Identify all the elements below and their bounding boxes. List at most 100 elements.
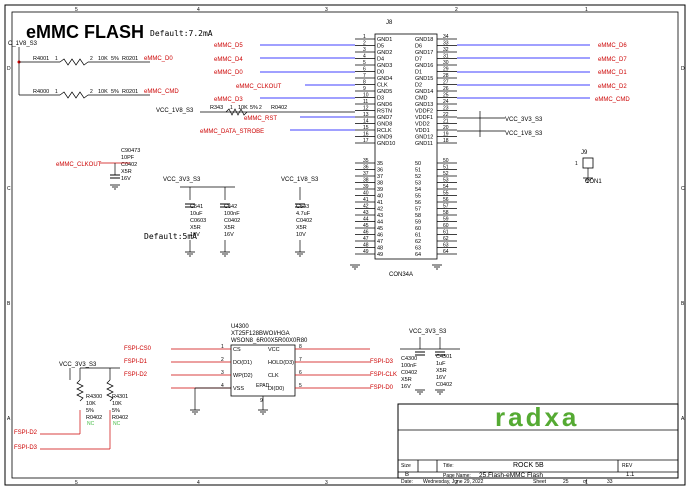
j8-pin-left-name: GND5 [377, 89, 392, 95]
ground-symbols [110, 177, 593, 415]
j8-pin-right-number: 23 [443, 106, 449, 112]
j8-pin-left-number: 12 [363, 106, 369, 112]
u4300-right-pin-number: 5 [299, 383, 302, 389]
j8-pin-right-number: 28 [443, 73, 449, 79]
j8-pin-left-name: D3 [377, 96, 384, 102]
j8-pin-right-number: 54 [443, 184, 449, 190]
c541-dielectric: X5R [190, 225, 201, 231]
top-zone-label: 5 [75, 7, 78, 13]
r4301-value: 10K [112, 401, 122, 407]
j8-pin-left-number: 8 [363, 80, 366, 86]
j8-pin-left-name: GND9 [377, 135, 392, 141]
j8-pin-right-number: 18 [443, 138, 449, 144]
j8-pin-left-name: GND8 [377, 122, 392, 128]
j8-pin-left-number: 14 [363, 119, 369, 125]
j8-pin-right-number: 50 [443, 158, 449, 164]
net-emmc-d1: eMMC_D1 [598, 70, 627, 76]
c541-voltage: 10V [190, 232, 200, 238]
j8-pin-right-number: 53 [443, 178, 449, 184]
c541-value: 10uF [190, 211, 203, 217]
u4300-right-pin-number: 6 [299, 370, 302, 376]
j8-pin-left-number: 38 [363, 178, 369, 184]
j8-pin-left-name: 48 [377, 246, 383, 252]
j8-pin-right-name: GND11 [415, 141, 433, 147]
j8-pin-right-name: D1 [415, 70, 422, 76]
j8-body [374, 33, 438, 260]
j8-pin-left-name: 45 [377, 226, 383, 232]
net-fspi-d3-pullup: FSPI-D3 [14, 445, 38, 451]
left-zone-label: D [7, 66, 11, 72]
wires [40, 162, 589, 450]
r343-package: R0402 [271, 105, 287, 111]
net-emmc-d2: eMMC_D2 [598, 84, 627, 90]
bottom-zone-label: 1 [585, 480, 588, 486]
c1v8-pullup-group: C_1V8_S3 R4001 1 2 10K 5% R0201 eMMC_D0 … [8, 41, 179, 99]
vcc1v8-label-c543: VCC_1V8_S3 [281, 177, 319, 183]
c543-voltage: 10V [296, 232, 306, 238]
r4000-tolerance: 5% [111, 89, 119, 95]
j8-part: CON34A [389, 272, 413, 278]
u4300-epad: EPAD [256, 383, 270, 389]
radxa-logo: radxa [495, 402, 579, 432]
j8-pin-right-name: CMD [415, 96, 428, 102]
r4001-tolerance: 5% [111, 56, 119, 62]
top-zone-label: 2 [455, 7, 458, 13]
vcc3v3-label-j8: VCC_3V3_S3 [505, 117, 543, 123]
net-emmc-clkout-c90473: eMMC_CLKOUT [56, 162, 102, 168]
j8-pin-right-number: 24 [443, 99, 449, 105]
tb-date-label: Date: [401, 479, 413, 485]
j8-pin-left-name: GND2 [377, 50, 392, 56]
r343-ref: R343 [210, 105, 223, 111]
net-emmc-cmd: eMMC_CMD [595, 97, 630, 103]
left-zone-label: A [7, 416, 11, 422]
u4300-right-pin-name: VCC [268, 347, 280, 353]
j8-pin-right-name: GND14 [415, 89, 433, 95]
j8-pin-right-name: 53 [415, 181, 421, 187]
j8-pin-left-name: 42 [377, 207, 383, 213]
tb-date-value: Wednesday, June 29, 2022 [423, 479, 484, 485]
u4300-left-pin-name: CS [233, 347, 241, 353]
j8-pin-left-number: 37 [363, 171, 369, 177]
j8-pin-left-number: 6 [363, 67, 366, 73]
j8-pin-left-name: GND6 [377, 102, 392, 108]
c4301-dielectric: X5R [436, 368, 447, 374]
j8-pin-left-name: RCLK [377, 128, 392, 134]
c4300-package: C0402 [401, 370, 417, 376]
j8-pin-right-name: GND12 [415, 135, 433, 141]
bottom-zone-label: 3 [325, 480, 328, 486]
j8-pin-left-name: 43 [377, 213, 383, 219]
title-block: Size B Title: ROCK 5B REV 1.1 Page Name:… [397, 402, 679, 485]
outer-frame [4, 4, 686, 486]
c4301-package: C0402 [436, 382, 452, 388]
j8-pin-right-number: 29 [443, 67, 449, 73]
j8-pin-right-number: 31 [443, 54, 449, 60]
u4300-left-pin-number: 1 [221, 344, 224, 350]
net-emmc-data-strobe: eMMC_DATA_STROBE [200, 129, 264, 135]
c4301-voltage: 16V [436, 375, 446, 381]
j8-pin-right-number: 20 [443, 125, 449, 131]
j8-pin-left-name: GND3 [377, 63, 392, 69]
j9-body [582, 157, 594, 169]
j8-pin-right-name: 56 [415, 200, 421, 206]
spi-flash-u4300: U4300 XT25F128BWOI/HGA WSON8_6R00X5R00X0… [124, 324, 452, 404]
j8-pin-right-name: 55 [415, 194, 421, 200]
j8-pin-right-name: GND18 [415, 37, 433, 43]
vcc3v3-label-flash: VCC_3V3_S3 [409, 329, 447, 335]
j8-pin-left-name: 39 [377, 187, 383, 193]
j8-pin-right-name: 63 [415, 246, 421, 252]
c4301-value: 1uF [436, 361, 446, 367]
vcc1v8-label-r343: VCC_1V8_S3 [156, 108, 194, 114]
net-fspi-cs0: FSPI-CS0 [124, 346, 152, 352]
j8-pin-right-number: 52 [443, 171, 449, 177]
tb-rev-label: REV [622, 463, 633, 469]
tb-sheet-value: 25 [563, 479, 569, 485]
net-fspi-d2: FSPI-D2 [124, 372, 148, 378]
j8-pin-left-name: D5 [377, 44, 384, 50]
j8-pin-left-number: 13 [363, 112, 369, 118]
j8-pin-right-name: 58 [415, 213, 421, 219]
u4300-part: XT25F128BWOI/HGA [231, 331, 290, 337]
c90473-package: C0402 [121, 162, 137, 168]
j8-pin-left-name: 49 [377, 252, 383, 258]
u4300-epad-num: 9 [260, 398, 263, 404]
r4000-symbol [59, 91, 89, 99]
